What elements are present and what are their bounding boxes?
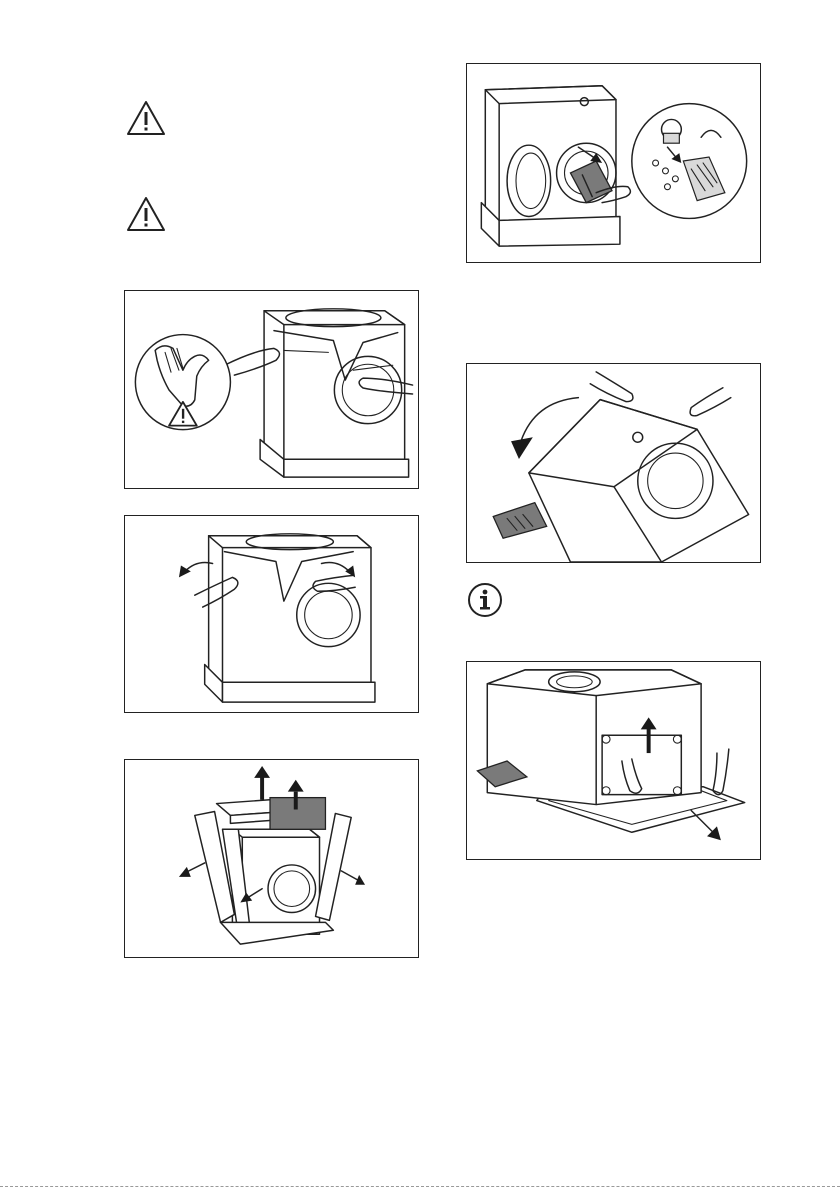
figure-remove-corner-protectors xyxy=(124,759,419,958)
page-bottom-rule xyxy=(0,1186,840,1187)
figure-open-door-remove-bag xyxy=(466,63,761,263)
warning-triangle-icon xyxy=(126,100,166,136)
info-circle-icon xyxy=(467,582,503,618)
warning-triangle-icon xyxy=(126,196,166,232)
figure-remove-cover-gloves xyxy=(124,290,419,489)
figure-pull-film-open xyxy=(124,515,419,713)
figure-remove-base xyxy=(466,661,761,860)
figure-tilt-machine-back xyxy=(466,363,761,563)
